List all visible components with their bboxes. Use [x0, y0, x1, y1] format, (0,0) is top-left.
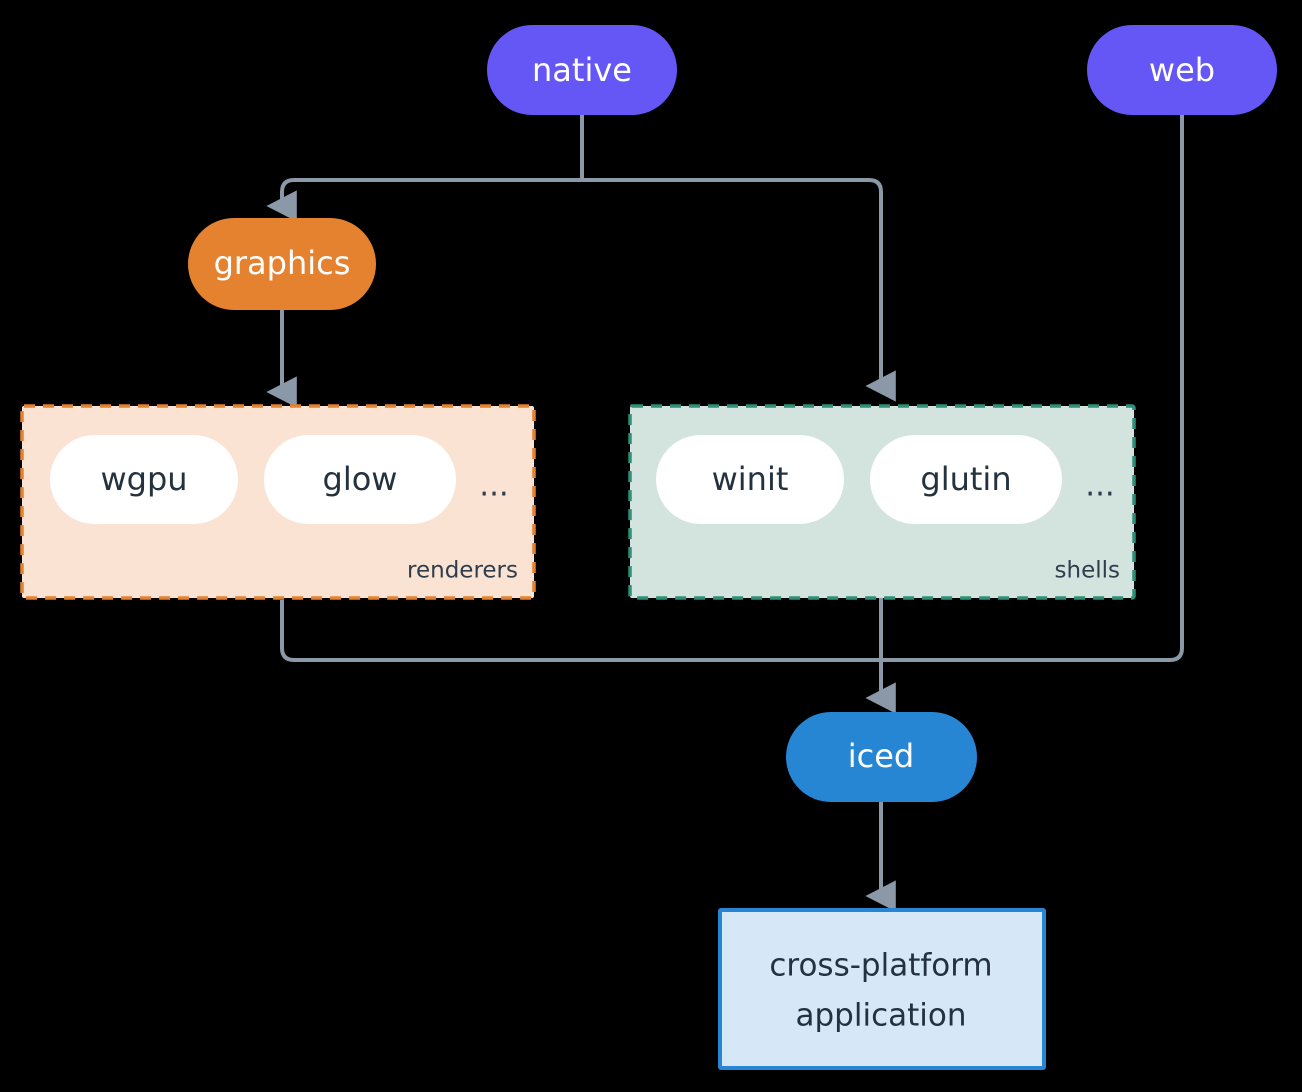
edge-native-to-graphics — [266, 178, 582, 222]
node-iced[interactable]: iced — [786, 712, 977, 802]
chip-glow-label: glow — [323, 460, 398, 498]
chip-winit-label: winit — [712, 460, 789, 498]
node-application[interactable]: cross-platform application — [718, 908, 1046, 1070]
node-application-label-line2: application — [796, 998, 967, 1034]
edge-renderers-to-iced — [280, 600, 881, 662]
renderers-overflow-ellipsis: ... — [479, 468, 509, 504]
chip-winit[interactable] — [656, 435, 844, 524]
edge-native-to-shells — [582, 178, 896, 402]
node-web-shape — [1087, 25, 1277, 115]
group-renderers[interactable]: wgpu glow ... renderers — [20, 404, 536, 600]
edge-web-to-iced — [881, 115, 1184, 662]
chip-glow[interactable] — [264, 435, 456, 524]
group-shells-caption: shells — [1055, 558, 1120, 584]
node-web[interactable]: web — [1087, 25, 1277, 115]
group-renderers-caption: renderers — [407, 558, 518, 584]
node-iced-label: iced — [848, 737, 914, 775]
node-native-label: native — [532, 51, 632, 89]
chip-glutin[interactable] — [870, 435, 1062, 524]
node-iced-shape — [786, 712, 977, 802]
chip-wgpu-label: wgpu — [100, 460, 187, 498]
group-shells[interactable]: winit glutin ... shells — [628, 404, 1136, 600]
edge-layer — [266, 115, 1184, 912]
chip-glutin-label: glutin — [920, 460, 1011, 498]
node-graphics-label: graphics — [214, 244, 351, 282]
chip-wgpu[interactable] — [50, 435, 238, 524]
shells-overflow-ellipsis: ... — [1085, 468, 1115, 504]
node-native[interactable]: native — [487, 25, 677, 115]
node-application-shape — [718, 908, 1046, 1070]
node-graphics[interactable]: graphics — [188, 218, 376, 310]
node-native-shape — [487, 25, 677, 115]
node-web-label: web — [1149, 51, 1215, 89]
node-graphics-shape — [188, 218, 376, 310]
node-application-label-line1: cross-platform — [769, 948, 992, 984]
